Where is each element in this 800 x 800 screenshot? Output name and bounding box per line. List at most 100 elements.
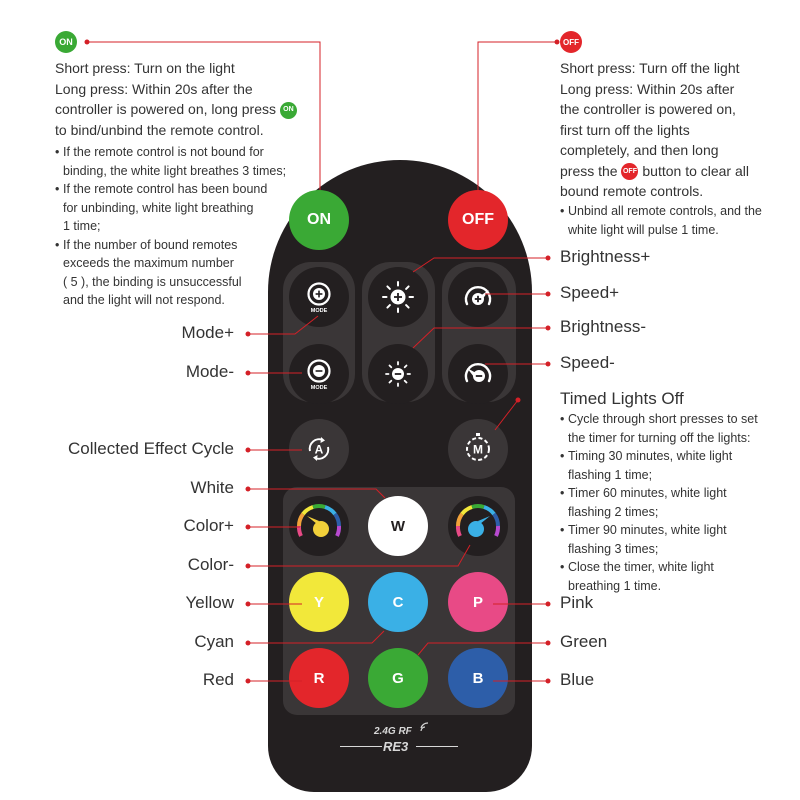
color-plus-icon — [296, 504, 342, 537]
red-button-label: R — [313, 669, 325, 687]
timer-note-3-l2: flashing 2 times; — [568, 504, 659, 519]
pink-button-label: P — [472, 593, 483, 611]
off-line-6-row: press the OFF button to clear all — [560, 161, 790, 182]
auto-cycle-button[interactable]: A — [289, 419, 349, 479]
off-line-7: bound remote controls. — [560, 183, 704, 199]
rf-label: 2.4G RF — [374, 726, 412, 737]
red-label: Red — [202, 670, 234, 689]
off-description: Short press: Turn off the light Long pre… — [560, 58, 790, 202]
yellow-button[interactable]: Y — [289, 572, 349, 632]
on-note-3-l1: If the number of bound remotes — [63, 237, 238, 252]
green-button-label: G — [392, 669, 404, 687]
on-description: Short press: Turn on the light Long pres… — [55, 58, 305, 140]
blue-label: Blue — [560, 670, 595, 689]
timer-icon: M — [466, 433, 490, 461]
mode-minus-label: Mode- — [185, 362, 234, 381]
cycle-icon: A — [308, 437, 330, 461]
timer-note-2-l2: flashing 1 time; — [568, 467, 653, 482]
pink-button[interactable]: P — [448, 572, 508, 632]
speed-minus-label: Speed- — [560, 353, 615, 372]
on-line-3: controller is powered on, long press — [55, 101, 277, 117]
on-note-2: •If the remote control has been bound fo… — [55, 180, 305, 236]
mode-plus-label: Mode+ — [181, 323, 234, 342]
off-button[interactable]: OFF — [448, 190, 508, 250]
yellow-label: Yellow — [185, 593, 234, 612]
color-plus-button[interactable] — [289, 496, 349, 556]
red-button[interactable]: R — [289, 648, 349, 708]
brightness-plus-icon — [382, 281, 414, 313]
speed-minus-button[interactable] — [448, 344, 508, 404]
collected-effect-label: Collected Effect Cycle — [68, 439, 234, 458]
cyan-label: Cyan — [194, 632, 234, 651]
on-note-2-l3: 1 time; — [63, 219, 101, 233]
on-line-3-row: controller is powered on, long press ON — [55, 99, 305, 120]
off-line-3: the controller is powered on, — [560, 101, 736, 117]
on-note-1-l2: binding, the white light breathes 3 time… — [63, 163, 287, 178]
on-note-3: •If the number of bound remotes exceeds … — [55, 236, 305, 310]
timer-note-5-l1: Close the timer, white light — [568, 560, 714, 574]
off-button-label: OFF — [462, 211, 494, 228]
on-note-3-l3: ( 5 ), the binding is unsuccessful — [63, 274, 242, 289]
on-note-3-l4: and the light will not respond. — [63, 293, 225, 307]
on-button[interactable]: ON — [289, 190, 349, 250]
off-note-1-l1: Unbind all remote controls, and the — [568, 204, 762, 218]
timer-letter: M — [473, 443, 483, 457]
off-line-2: Long press: Within 20s after — [560, 80, 735, 97]
brand-divider-right — [416, 746, 458, 747]
off-line-6a: press the — [560, 162, 618, 179]
model-label: RE3 — [383, 739, 409, 754]
timer-note-3-l1: Timer 60 minutes, white light — [568, 486, 727, 500]
timer-note-2-l1: Timing 30 minutes, white light — [568, 449, 733, 463]
mode-minus-button[interactable]: MODE — [289, 344, 349, 404]
on-inline-badge: ON — [279, 101, 297, 119]
on-badge: ON — [55, 31, 77, 53]
timed-lights-off-label: Timed Lights Off — [560, 389, 684, 408]
brand-divider-left — [340, 746, 382, 747]
off-line-1: Short press: Turn off the light — [560, 60, 740, 76]
cyan-button-label: C — [392, 593, 404, 611]
timer-note-4-l2: flashing 3 times; — [568, 541, 659, 556]
on-line-1: Short press: Turn on the light — [55, 60, 235, 76]
white-button-label: W — [390, 517, 406, 535]
speed-minus-icon — [464, 363, 492, 383]
timer-note-5-l2: breathing 1 time. — [568, 578, 662, 593]
white-button[interactable]: W — [368, 496, 428, 556]
timer-note-4-l1: Timer 90 minutes, white light — [568, 523, 727, 537]
off-line-4: first turn off the lights — [560, 121, 690, 138]
speed-plus-button[interactable] — [448, 267, 508, 327]
on-notes: •If the remote control is not bound for … — [55, 143, 305, 310]
on-button-label: ON — [307, 211, 331, 228]
cyan-button[interactable]: C — [368, 572, 428, 632]
timer-note-1-l2: the timer for turning off the lights: — [568, 430, 751, 445]
blue-button-label: B — [472, 669, 484, 687]
on-badge-label: ON — [59, 37, 73, 47]
off-notes: •Unbind all remote controls, and the whi… — [560, 202, 795, 239]
speed-plus-label: Speed+ — [560, 283, 620, 302]
pink-label: Pink — [560, 593, 594, 612]
on-line-2: Long press: Within 20s after the — [55, 80, 253, 97]
color-minus-button[interactable] — [448, 496, 508, 556]
on-line-4: to bind/unbind the remote control. — [55, 121, 264, 138]
brightness-plus-label: Brightness+ — [560, 247, 651, 266]
white-label: White — [190, 478, 234, 497]
brightness-minus-button[interactable] — [368, 344, 428, 404]
off-line-5: completely, and then long — [560, 142, 719, 158]
timer-button[interactable]: M — [448, 419, 508, 479]
wireless-signal-icon — [420, 722, 429, 732]
on-note-1: •If the remote control is not bound for … — [55, 143, 305, 180]
color-minus-icon — [455, 504, 501, 537]
color-plus-label: Color+ — [183, 516, 234, 535]
timer-notes: •Cycle through short presses to set the … — [560, 410, 795, 595]
mode-plus-icon: MODE — [307, 282, 331, 314]
on-note-2-l1: If the remote control has been bound — [63, 182, 268, 196]
green-label: Green — [560, 632, 608, 651]
blue-button[interactable]: B — [448, 648, 508, 708]
brightness-minus-icon — [385, 361, 411, 387]
brightness-plus-button[interactable] — [368, 267, 428, 327]
green-button[interactable]: G — [368, 648, 428, 708]
off-badge: OFF — [560, 31, 582, 53]
off-note-1-l2: white light will pulse 1 time. — [568, 222, 719, 237]
off-badge-label: OFF — [563, 37, 579, 47]
brightness-minus-label: Brightness- — [560, 317, 646, 336]
mode-minus-text: MODE — [311, 385, 328, 391]
